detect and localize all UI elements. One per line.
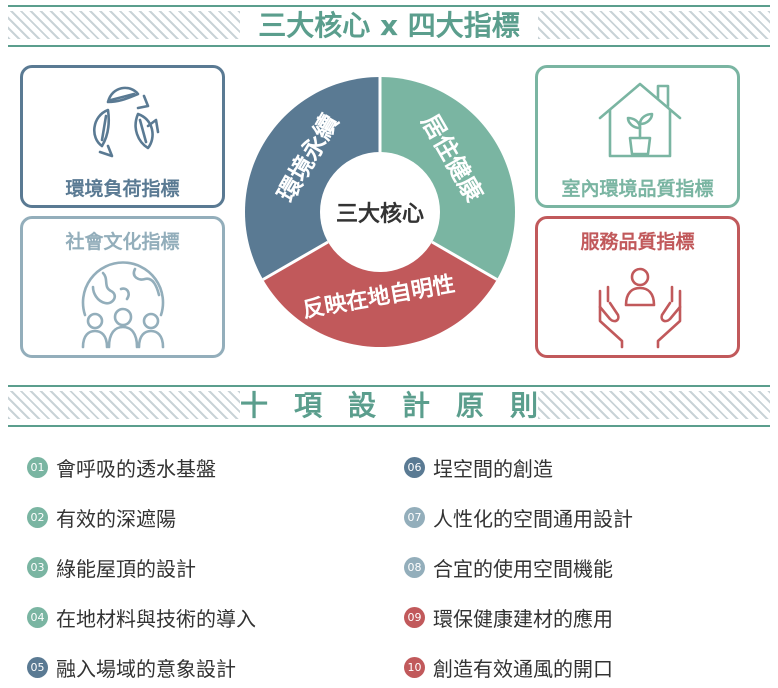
- principle-item: 09 環保健康建材的應用: [404, 603, 613, 631]
- principle-number: 05: [27, 656, 48, 678]
- principle-number: 02: [27, 506, 48, 528]
- principle-item: 07 人性化的空間通用設計: [404, 503, 633, 531]
- indicator-indoor-env: 室內環境品質指標: [561, 178, 714, 200]
- principle-text: 埕空間的創造: [433, 456, 553, 481]
- principle-item: 03 綠能屋頂的設計: [27, 553, 196, 581]
- principles-banner: 十項設計原則: [8, 385, 770, 427]
- principle-text: 有效的深遮陽: [56, 506, 176, 531]
- principle-item: 01 會呼吸的透水基盤: [27, 453, 216, 481]
- principles-title: 十項設計原則: [239, 389, 564, 422]
- principle-number: 06: [404, 456, 425, 478]
- principle-item: 06 埕空間的創造: [404, 453, 553, 481]
- card-social-culture: 社會文化指標: [20, 216, 225, 358]
- principle-number: 10: [404, 656, 425, 678]
- principle-item: 04 在地材料與技術的導入: [27, 603, 256, 631]
- principle-number: 07: [404, 506, 425, 528]
- core-center-label: 三大核心: [336, 201, 424, 227]
- house-plant-icon: [598, 82, 682, 158]
- principle-number: 09: [404, 606, 425, 628]
- principle-number: 01: [27, 456, 48, 478]
- indicator-service-quality: 服務品質指標: [580, 231, 695, 253]
- principle-text: 人性化的空間通用設計: [433, 506, 633, 531]
- principle-number: 08: [404, 556, 425, 578]
- principle-item: 02 有效的深遮陽: [27, 503, 176, 531]
- principle-item: 10 創造有效通風的開口: [404, 653, 613, 681]
- segment-locality: [263, 212, 497, 347]
- card-environment-load: 環境負荷指標: [20, 65, 225, 208]
- principle-item: 05 融入場域的意象設計: [27, 653, 236, 681]
- principle-number: 03: [27, 556, 48, 578]
- card-indoor-env: 室內環境品質指標: [535, 65, 740, 208]
- recycle-leaves-icon: [93, 86, 160, 158]
- principle-text: 合宜的使用空間機能: [433, 556, 613, 581]
- principle-text: 創造有效通風的開口: [433, 656, 613, 681]
- principle-text: 融入場域的意象設計: [56, 656, 236, 681]
- page-title: 三大核心 x 四大指標: [258, 9, 520, 42]
- principle-text: 環保健康建材的應用: [433, 606, 613, 631]
- core-wheel: 三大核心 環境永續 居住健康 反映在地自明性: [245, 77, 515, 347]
- indicator-social-culture: 社會文化指標: [65, 231, 180, 253]
- principle-number: 04: [27, 606, 48, 628]
- principle-text: 綠能屋頂的設計: [56, 556, 196, 581]
- hands-person-icon: [598, 267, 682, 349]
- header-banner: 三大核心 x 四大指標: [8, 5, 770, 47]
- indicator-environment-load: 環境負荷指標: [65, 178, 180, 200]
- principle-text: 在地材料與技術的導入: [56, 606, 256, 631]
- card-service-quality: 服務品質指標: [535, 216, 740, 358]
- principle-item: 08 合宜的使用空間機能: [404, 553, 613, 581]
- globe-people-icon: [81, 261, 165, 349]
- principle-text: 會呼吸的透水基盤: [56, 456, 216, 481]
